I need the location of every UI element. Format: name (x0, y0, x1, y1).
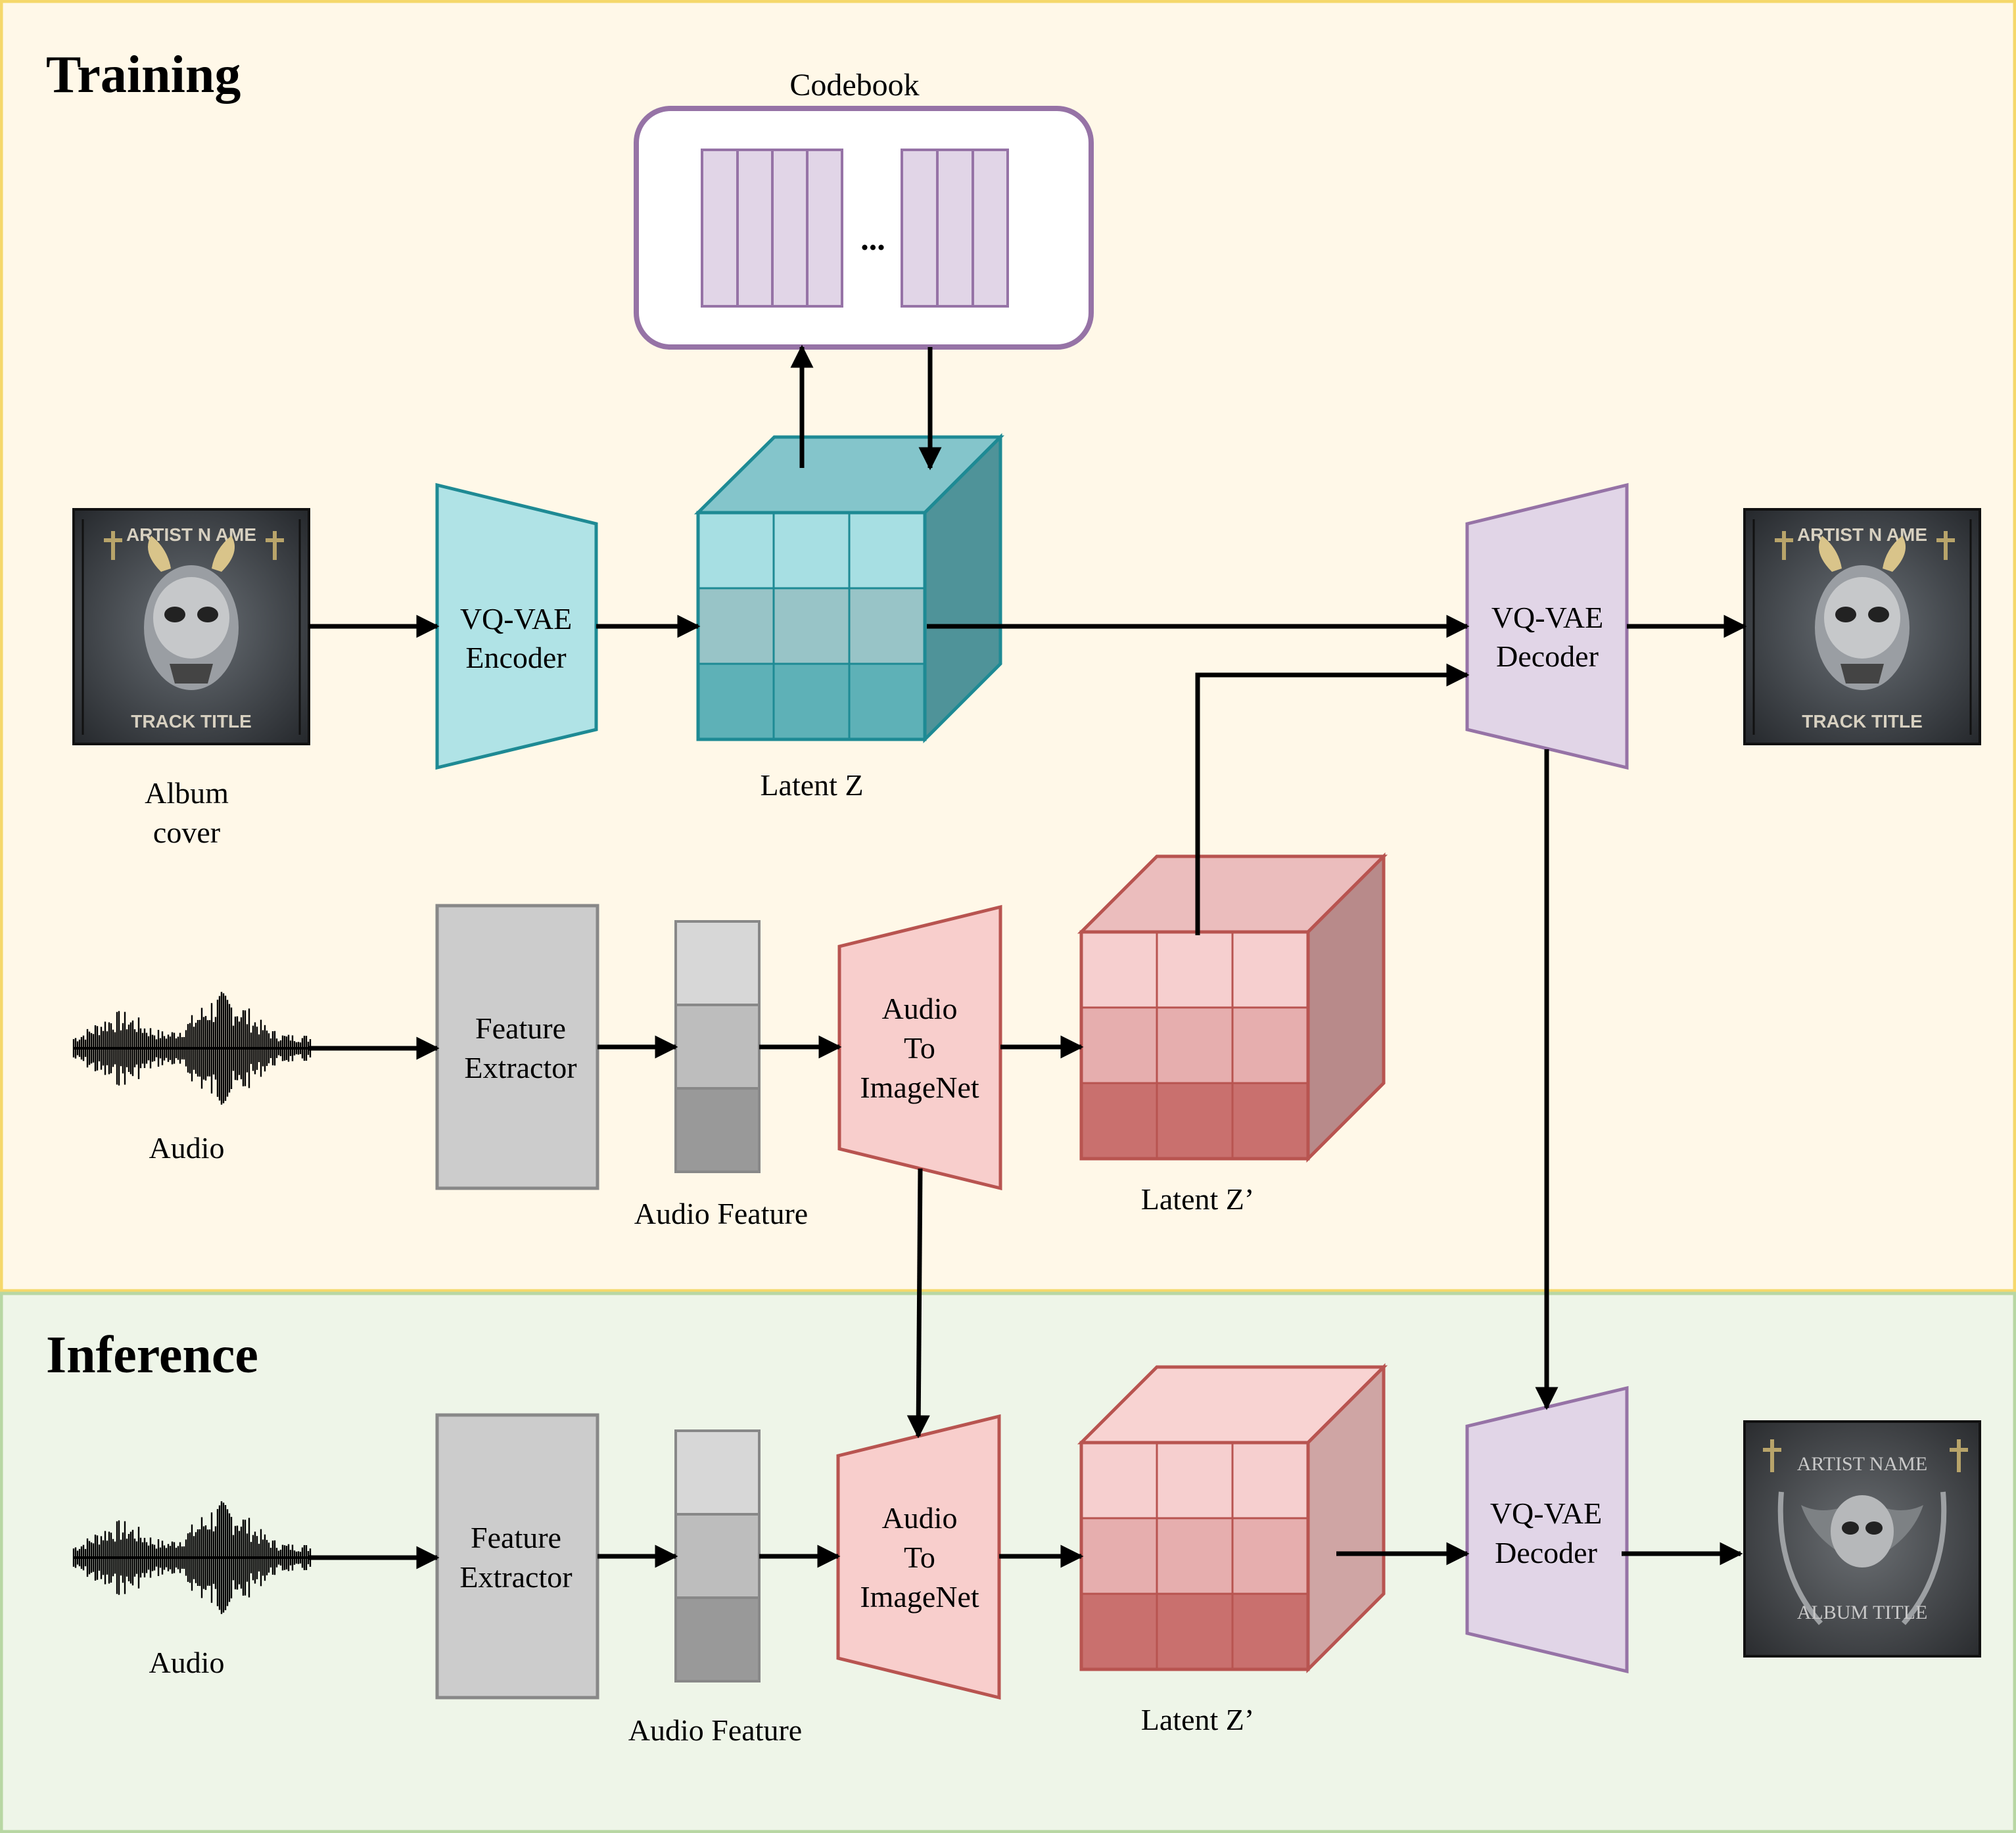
audio-to-imagenet-inference (836, 1414, 1001, 1700)
vq-vae-encoder (435, 482, 598, 770)
latent-z-prime-cube-inference (1077, 1362, 1388, 1674)
codebook-vectors-right (901, 149, 1009, 308)
decoder-training-label-line1: VQ-VAE (1491, 601, 1603, 634)
album-cover-output-image: ARTIST N AME TRACK TITLE (1743, 508, 1981, 745)
svg-text:ARTIST N AME: ARTIST N AME (126, 524, 256, 545)
feature-extractor-training-label-line2: Extractor (464, 1051, 576, 1084)
audio-waveform-training (72, 992, 312, 1105)
a2i-training-label-line1: Audio (882, 992, 958, 1025)
inference-title: Inference (46, 1326, 258, 1384)
audio-feature-label-training: Audio Feature (634, 1197, 808, 1230)
feature-extractor-inference (435, 1413, 599, 1700)
audio-feature-label-inference: Audio Feature (628, 1713, 802, 1747)
latent-z-prime-cube-training (1077, 852, 1388, 1163)
a2i-inference-label-line1: Audio (882, 1501, 958, 1535)
svg-text:ARTIST NAME: ARTIST NAME (1797, 1453, 1928, 1475)
codebook-vectors-left (701, 149, 843, 308)
audio-label-training: Audio (149, 1131, 225, 1165)
encoder-label-line2: Encoder (465, 641, 566, 674)
training-title: Training (46, 46, 241, 104)
album-cover-label-line1: Album (145, 776, 229, 810)
svg-text:ARTIST N AME: ARTIST N AME (1797, 524, 1927, 545)
codebook-label: Codebook (789, 68, 919, 103)
audio-feature-vector-training (674, 920, 761, 1173)
encoder-label-line1: VQ-VAE (460, 602, 572, 636)
codebook-ellipsis: ... (860, 220, 885, 257)
audio-feature-vector-inference (674, 1429, 761, 1682)
audio-to-imagenet-training (837, 904, 1002, 1191)
latent-z-cube (693, 432, 1005, 744)
album-cover-label-line2: cover (153, 816, 220, 849)
latent-z-label: Latent Z (760, 768, 863, 802)
album-cover-input-image: ARTIST N AME TRACK TITLE (72, 508, 310, 745)
a2i-training-label-line3: ImageNet (860, 1071, 979, 1104)
decoder-inference-label-line2: Decoder (1495, 1536, 1597, 1569)
a2i-inference-label-line2: To (904, 1541, 935, 1574)
svg-text:TRACK TITLE: TRACK TITLE (131, 711, 252, 731)
a2i-inference-label-line3: ImageNet (860, 1580, 979, 1613)
feature-extractor-inference-label-line2: Extractor (459, 1560, 572, 1594)
arrow-training-a2i-to-inference-a2i (906, 1168, 930, 1439)
latent-z-prime-label-training: Latent Z’ (1141, 1182, 1254, 1216)
decoder-training-label-line2: Decoder (1496, 639, 1599, 673)
connectors (309, 344, 1747, 1569)
audio-label-inference: Audio (149, 1646, 225, 1679)
feature-extractor-training (435, 904, 599, 1190)
a2i-training-label-line2: To (904, 1031, 935, 1065)
decoder-inference-label-line1: VQ-VAE (1490, 1497, 1602, 1530)
latent-z-prime-label-inference: Latent Z’ (1141, 1703, 1254, 1736)
vq-vae-decoder-training (1465, 482, 1629, 770)
svg-text:TRACK TITLE: TRACK TITLE (1802, 711, 1923, 731)
arrow-latent-z-prime-to-decoder (1195, 663, 1470, 935)
feature-extractor-inference-label-line1: Feature (471, 1521, 561, 1554)
audio-waveform-inference (72, 1501, 312, 1614)
svg-text:ALBUM TITLE: ALBUM TITLE (1797, 1602, 1928, 1623)
generated-album-cover-image: ARTIST NAME ALBUM TITLE (1743, 1420, 1981, 1658)
feature-extractor-training-label-line1: Feature (475, 1011, 566, 1045)
inference-panel (0, 1291, 2016, 1833)
